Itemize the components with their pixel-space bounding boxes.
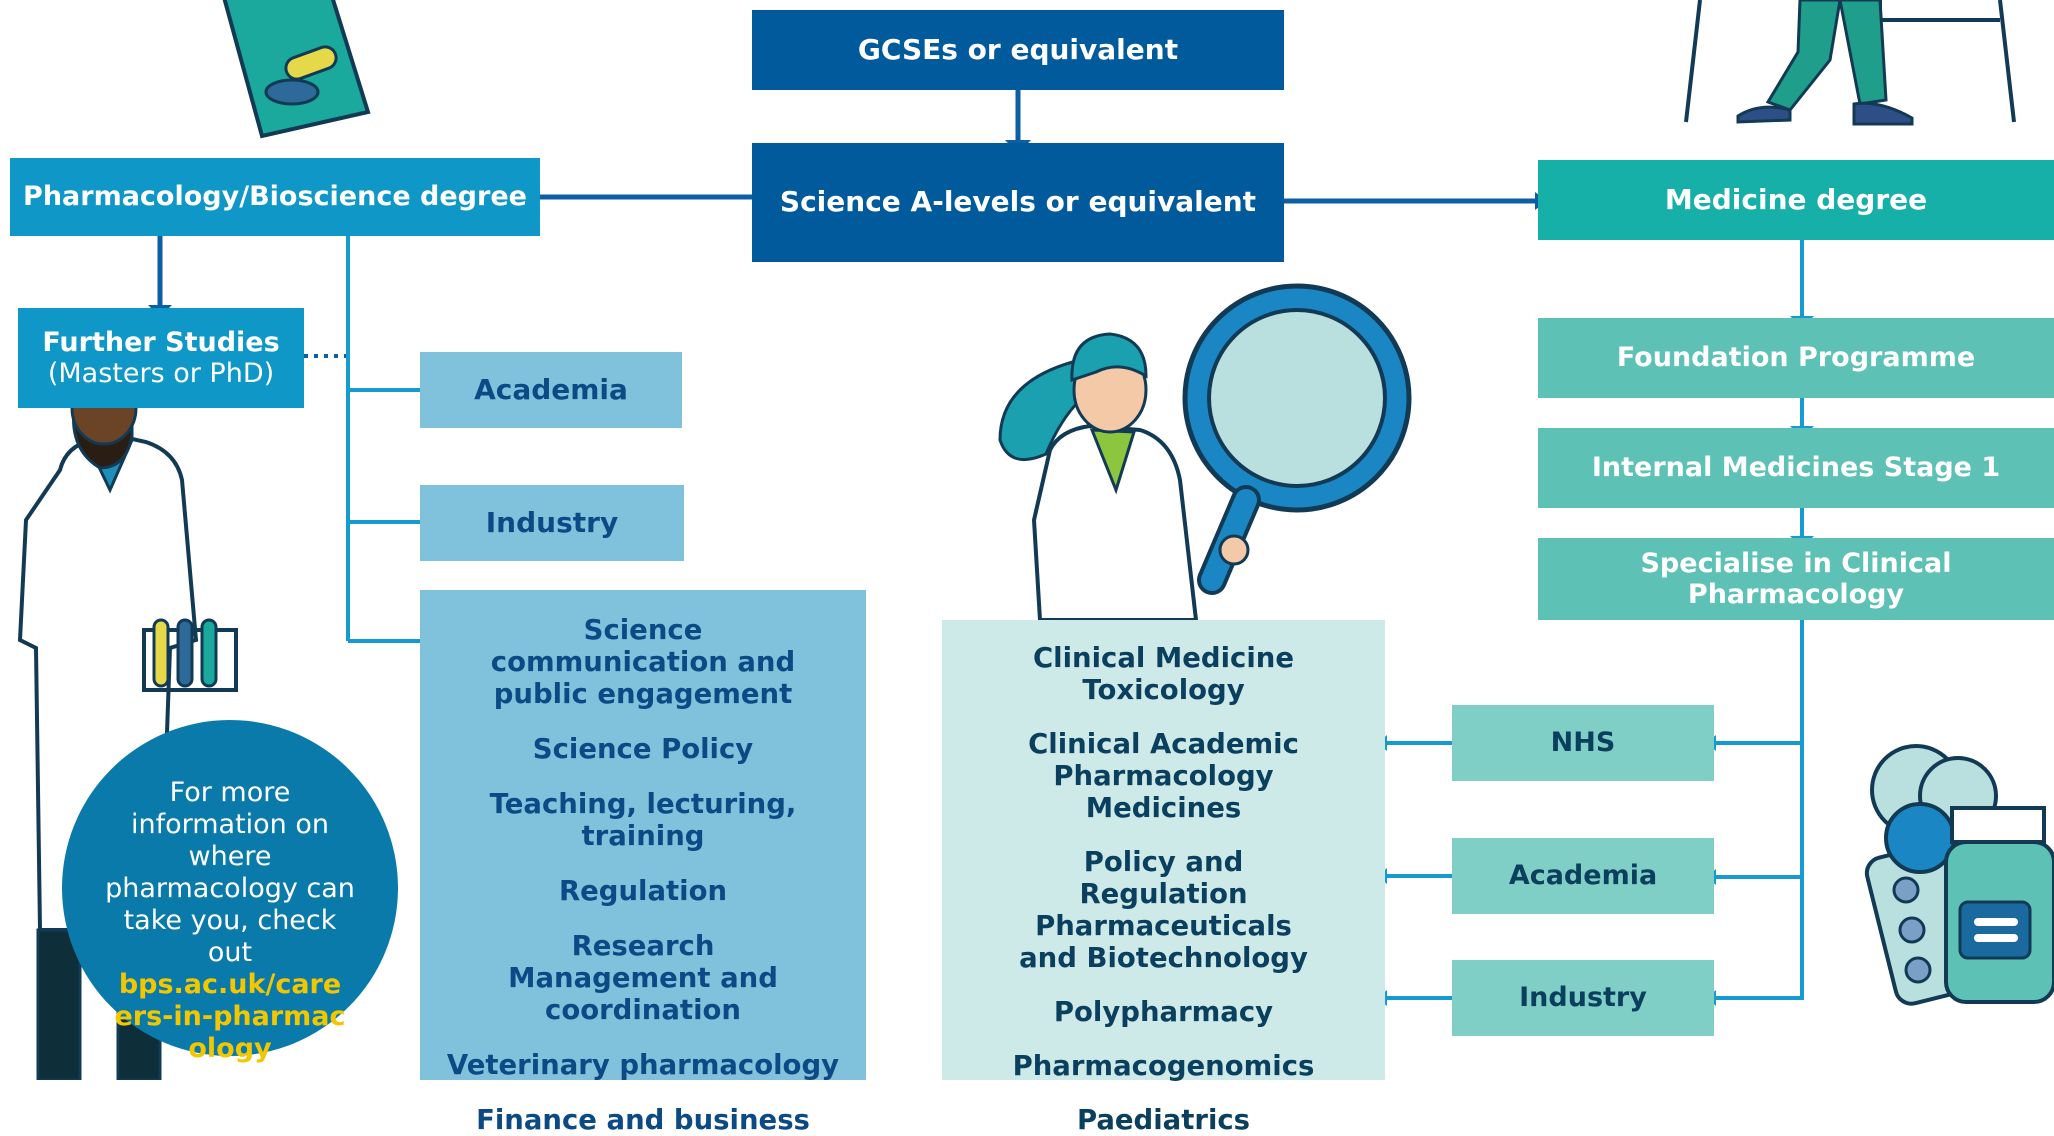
nhs-box: NHS bbox=[1452, 705, 1714, 781]
career-item: Teaching, lecturing, training bbox=[489, 788, 797, 852]
pharmacology-degree-label: Pharmacology/Bioscience degree bbox=[23, 181, 527, 213]
further-studies-subtitle: (Masters or PhD) bbox=[47, 358, 275, 389]
info-text: For more information on where pharmacolo… bbox=[105, 777, 355, 968]
left-academia-label: Academia bbox=[474, 372, 628, 406]
clinical-item: Polypharmacy bbox=[1053, 996, 1274, 1028]
clinical-item: Clinical Academic Pharmacology Medicines bbox=[1028, 728, 1299, 824]
foundation-programme-box: Foundation Programme bbox=[1538, 318, 2054, 398]
gcses-label: GCSEs or equivalent bbox=[857, 32, 1179, 66]
internal-medicines-box: Internal Medicines Stage 1 bbox=[1538, 428, 2054, 508]
clinical-item: Clinical Medicine Toxicology bbox=[1033, 642, 1294, 706]
gcses-box: GCSEs or equivalent bbox=[752, 10, 1284, 90]
clinical-item: Pharmacogenomics bbox=[1012, 1050, 1315, 1082]
right-industry-box: Industry bbox=[1452, 960, 1714, 1036]
career-item: Veterinary pharmacology bbox=[446, 1049, 840, 1081]
left-academia-box: Academia bbox=[420, 352, 682, 428]
right-academia-box: Academia bbox=[1452, 838, 1714, 914]
nhs-label: NHS bbox=[1550, 727, 1616, 759]
specialise-label: Specialise in Clinical Pharmacology bbox=[1640, 547, 1952, 610]
career-item: Research Management and coordination bbox=[508, 930, 778, 1026]
careers-link[interactable]: bps.ac.uk/careers-in-pharmacology bbox=[114, 969, 346, 1064]
medicine-degree-label: Medicine degree bbox=[1664, 182, 1928, 216]
clinical-item: Policy and Regulation Pharmaceuticals an… bbox=[1019, 846, 1308, 974]
specialise-box: Specialise in Clinical Pharmacology bbox=[1538, 538, 2054, 620]
right-industry-label: Industry bbox=[1519, 982, 1647, 1014]
further-studies-box: Further Studies (Masters or PhD) bbox=[18, 308, 304, 408]
career-item: Science communication and public engagem… bbox=[490, 614, 796, 710]
career-item: Finance and business bbox=[476, 1104, 810, 1136]
clinical-item: Paediatrics bbox=[1076, 1104, 1251, 1136]
left-industry-box: Industry bbox=[420, 485, 684, 561]
pharmacology-degree-box: Pharmacology/Bioscience degree bbox=[10, 158, 540, 236]
right-academia-label: Academia bbox=[1508, 860, 1658, 892]
internal-medicines-label: Internal Medicines Stage 1 bbox=[1591, 452, 2001, 484]
clinical-careers-list: Clinical Medicine Toxicology Clinical Ac… bbox=[942, 620, 1385, 1136]
career-item: Science Policy bbox=[532, 733, 754, 765]
further-studies-title: Further Studies bbox=[42, 326, 280, 358]
foundation-programme-label: Foundation Programme bbox=[1616, 342, 1976, 374]
medicine-degree-box: Medicine degree bbox=[1538, 160, 2054, 240]
alevels-label: Science A-levels or equivalent bbox=[779, 185, 1257, 219]
info-circle: For more information on where pharmacolo… bbox=[62, 720, 398, 1064]
career-item: Regulation bbox=[558, 875, 728, 907]
left-industry-label: Industry bbox=[485, 505, 619, 539]
alevels-box: Science A-levels or equivalent bbox=[752, 143, 1284, 262]
left-careers-list: Science communication and public engagem… bbox=[420, 590, 866, 1136]
